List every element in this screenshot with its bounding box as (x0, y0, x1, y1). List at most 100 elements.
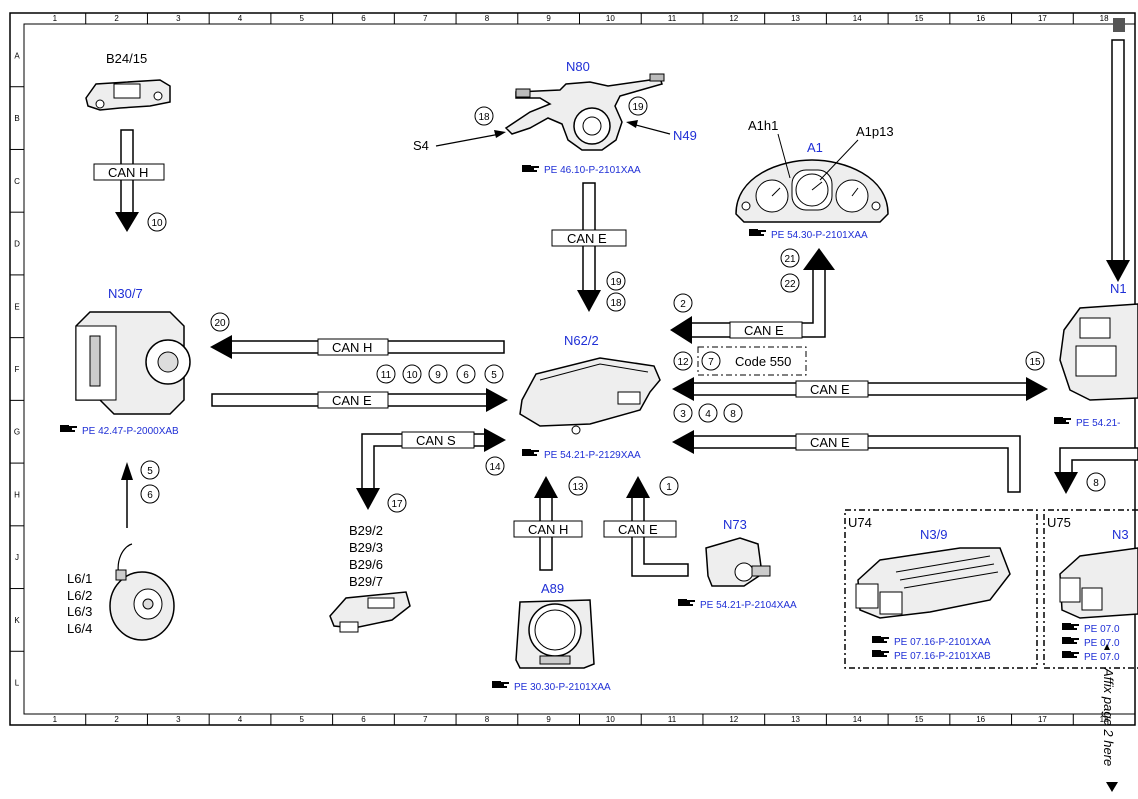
can-e-n30-bus: CAN E (211, 388, 508, 412)
grid-column-label: 8 (485, 14, 490, 23)
num-14: 14 (485, 456, 505, 476)
can-e-n73-bus: CAN E (603, 476, 689, 577)
svg-text:PE 07.0: PE 07.0 (1084, 624, 1120, 635)
a89-label: A89 (541, 581, 564, 596)
n1-label: N1 (1110, 281, 1127, 296)
grid-row-label: J (15, 553, 19, 562)
document-ref-icon (1062, 637, 1079, 644)
num-3: 3 (673, 403, 693, 423)
n30-7-component: N30/7 (75, 286, 191, 415)
b24-15-label: B24/15 (106, 51, 147, 66)
num-12: 12 (673, 351, 693, 371)
grid-column-label: 4 (238, 715, 243, 724)
b24-15-component: B24/15 (85, 51, 171, 111)
document-ref-icon (1062, 651, 1079, 658)
svg-text:PE 46.10-P-2101XAA: PE 46.10-P-2101XAA (544, 165, 641, 176)
grid-column-label: 15 (915, 14, 924, 23)
document-ref-icon (492, 681, 509, 688)
num-10: 10 (147, 212, 167, 232)
grid-column-label: 14 (853, 14, 862, 23)
can-e-u75-bus: CAN E (672, 430, 1021, 493)
l6-component: L6/1 L6/2 L6/3 L6/4 (67, 543, 175, 641)
grid-column-label: 10 (606, 14, 615, 23)
grid-column-label: 5 (300, 715, 305, 724)
affix-page-note: Affix page 2 here (1101, 667, 1116, 766)
grid-column-label: 8 (485, 715, 490, 724)
svg-text:PE 07.0: PE 07.0 (1084, 638, 1120, 649)
svg-text:20: 20 (214, 318, 226, 329)
can-e-n1-label: CAN E (810, 382, 850, 397)
svg-text:18: 18 (610, 298, 622, 309)
a1p13-label: A1p13 (856, 124, 894, 139)
svg-text:7: 7 (708, 357, 714, 368)
svg-text:5: 5 (147, 466, 153, 477)
n49-label: N49 (673, 128, 697, 143)
grid-column-label: 9 (546, 14, 551, 23)
l6-label-0: L6/1 (67, 571, 92, 586)
can-s-b29-bus: CAN S (356, 428, 506, 510)
grid-column-label: 7 (423, 715, 428, 724)
grid-column-label: 17 (1038, 14, 1047, 23)
grid-row-label: F (15, 365, 20, 374)
u74-label: U74 (848, 515, 872, 530)
b29-component: B29/2 B29/3 B29/6 B29/7 (329, 523, 411, 633)
n80-ref: PE 46.10-P-2101XAA (522, 165, 641, 176)
u74-box: U74 N3/9 (844, 509, 1038, 669)
grid-column-label: 13 (791, 14, 800, 23)
n30-7-label: N30/7 (108, 286, 143, 301)
n62-2-ref: PE 54.21-P-2129XAA (522, 449, 641, 461)
can-e-n80-bus: CAN E (551, 182, 627, 312)
grid-row-label: E (14, 302, 19, 311)
num-8b: 8 (1086, 472, 1106, 492)
code550-box: 7 Code 550 (697, 346, 807, 376)
can-h-n30-bus: CAN H (210, 335, 505, 359)
num-9: 9 (428, 364, 448, 384)
b29-label-3: B29/7 (349, 574, 383, 589)
document-ref-icon (1054, 417, 1071, 424)
grid-column-label: 6 (361, 14, 366, 23)
num-19: 19 (628, 96, 648, 116)
svg-text:PE 30.30-P-2101XAA: PE 30.30-P-2101XAA (514, 682, 611, 693)
svg-text:PE 42.47-P-2000XAB: PE 42.47-P-2000XAB (82, 426, 179, 437)
svg-text:PE 07.16-P-2101XAB: PE 07.16-P-2101XAB (894, 651, 991, 662)
n1-ref: PE 54.21- (1054, 417, 1120, 429)
document-ref-icon (60, 425, 77, 432)
a89-ref: PE 30.30-P-2101XAA (492, 681, 611, 693)
num-18: 18 (474, 106, 494, 126)
n73-ref: PE 54.21-P-2104XAA (678, 599, 797, 611)
num-11: 11 (376, 364, 396, 384)
up-triangle-icon (1104, 644, 1110, 650)
svg-text:15: 15 (1029, 357, 1041, 368)
num-2: 2 (673, 293, 693, 313)
svg-text:12: 12 (677, 357, 689, 368)
grid-row-label: C (14, 177, 20, 186)
speed-sensor-feed (121, 462, 133, 528)
can-h-b24-bus: CAN H (93, 129, 165, 232)
grid-row-label: B (14, 114, 19, 123)
svg-text:14: 14 (489, 462, 501, 473)
grid-column-label: 7 (423, 14, 428, 23)
a89-component: A89 (515, 581, 595, 669)
num-6: 6 (456, 364, 476, 384)
can-s-b29-label: CAN S (416, 433, 456, 448)
n73-component: N73 (705, 517, 771, 587)
svg-text:3: 3 (680, 409, 686, 420)
grid-column-label: 11 (668, 715, 677, 724)
u75-label: U75 (1047, 515, 1071, 530)
s4-label: S4 (413, 138, 429, 153)
svg-text:10: 10 (406, 370, 418, 381)
grid-column-label: 14 (853, 715, 862, 724)
num-8: 8 (723, 403, 743, 423)
document-ref-icon (749, 229, 766, 236)
n3-9-label: N3/9 (920, 527, 947, 542)
svg-text:10: 10 (151, 218, 163, 229)
n30-7-ref: PE 42.47-P-2000XAB (60, 425, 179, 437)
svg-text:13: 13 (572, 482, 584, 493)
document-ref-icon (522, 449, 539, 456)
document-ref-icon (872, 636, 889, 643)
b29-label-0: B29/2 (349, 523, 383, 538)
grid-column-label: 18 (1100, 715, 1109, 724)
can-e-a1-label: CAN E (744, 323, 784, 338)
